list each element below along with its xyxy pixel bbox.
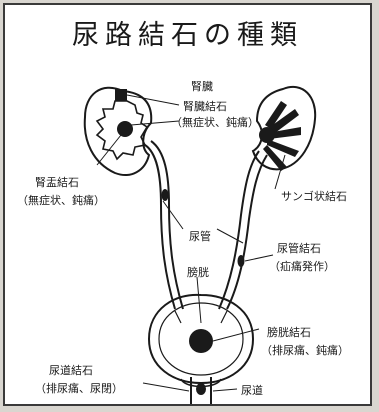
bladder-stone-marker — [189, 329, 213, 353]
ureter-orifice-right — [220, 310, 228, 324]
label-urethra-stone: 尿道結石 — [49, 364, 93, 377]
urinary-tract-illustration — [83, 86, 317, 404]
left-renal-calyces — [95, 100, 149, 161]
right-ureter-inner — [226, 154, 268, 310]
left-ureter-inner — [150, 140, 184, 310]
label-pelvis-stone-symptoms: （無症状、鈍痛） — [17, 194, 105, 207]
urethra-stone-marker — [196, 383, 206, 395]
ureter-orifice-left — [174, 310, 182, 324]
left-ureter — [144, 144, 176, 310]
label-kidney: 腎臓 — [191, 80, 213, 93]
label-bladder-stone-symptoms: （排尿痛、鈍痛） — [261, 344, 349, 357]
pelvis-stone-marker — [117, 121, 133, 137]
right-kidney — [251, 86, 317, 171]
label-urethra-stone-symptoms: （排尿痛、尿閉） — [35, 382, 123, 395]
urethra-tube — [190, 377, 212, 404]
left-ureter-stone — [161, 189, 169, 201]
label-kidney-stone: 腎臓結石 — [183, 100, 227, 113]
diagram-frame: 尿路結石の種類 — [3, 3, 372, 406]
label-pelvis-stone: 腎盂結石 — [35, 176, 79, 189]
kidney-stone-left-top — [115, 89, 127, 101]
label-ureter-stone: 尿管結石 — [277, 242, 321, 255]
label-coral-stone: サンゴ状結石 — [281, 190, 347, 203]
left-kidney — [83, 86, 153, 176]
diagram-title: 尿路結石の種類 — [72, 20, 303, 51]
label-kidney-stone-symptoms: （無症状、鈍痛） — [171, 116, 259, 129]
right-ureter — [218, 150, 260, 310]
coral-stone-marker — [259, 101, 301, 171]
label-bladder-stone: 膀胱結石 — [267, 326, 311, 339]
right-ureter-stone — [237, 255, 245, 267]
leader-lines — [96, 94, 286, 392]
bladder-inner — [158, 302, 244, 376]
label-ureter: 尿管 — [189, 230, 211, 243]
label-bladder: 膀胱 — [187, 266, 209, 279]
label-urethra: 尿道 — [241, 384, 263, 397]
label-ureter-stone-symptoms: （疝痛発作） — [269, 260, 335, 273]
urethra-ring — [180, 378, 222, 388]
